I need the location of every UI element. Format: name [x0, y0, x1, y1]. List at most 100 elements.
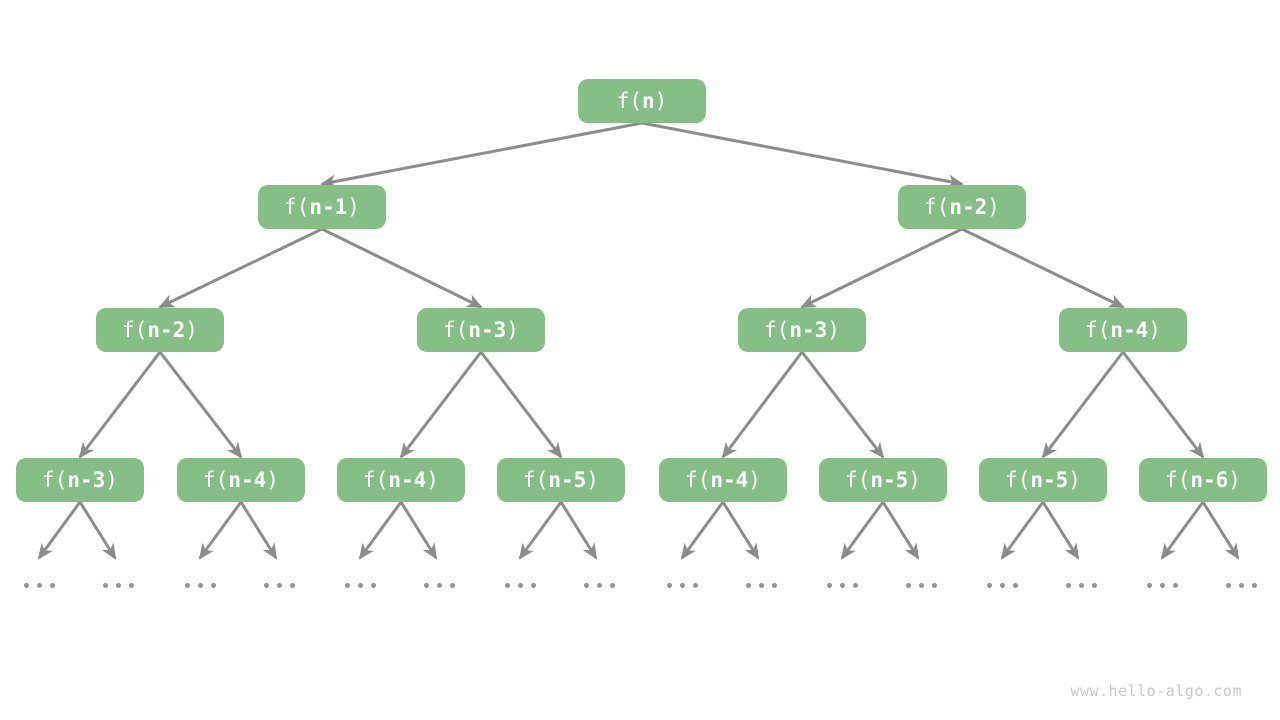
ellipsis-dot — [128, 582, 134, 588]
ellipsis-dot — [839, 582, 845, 588]
edge-arrow — [1041, 501, 1080, 560]
edge-arrow — [239, 501, 278, 560]
node-label-pre: f( — [1165, 467, 1191, 492]
ellipsis-dot — [905, 582, 911, 588]
tree-node: f(n-2) — [96, 308, 224, 352]
node-label-mid: n-5 — [870, 467, 909, 492]
edge-arrow — [1000, 501, 1045, 560]
edge-arrow — [1201, 501, 1240, 560]
ellipsis-dot — [826, 582, 832, 588]
ellipsis-dot — [679, 582, 685, 588]
ellipsis-dot — [771, 582, 777, 588]
edge-arrow — [37, 501, 82, 560]
node-label-post: ) — [1148, 317, 1161, 342]
node-label-mid: n-3 — [789, 317, 828, 342]
tree-node: f(n-4) — [337, 458, 465, 502]
edge-arrow — [800, 351, 885, 459]
ellipsis-dot — [449, 582, 455, 588]
ellipsis-dot — [745, 582, 751, 588]
ellipsis-dot — [852, 582, 858, 588]
ellipsis-dot — [289, 582, 295, 588]
ellipsis-dot — [692, 582, 698, 588]
ellipsis-dot — [1078, 582, 1084, 588]
node-label-pre: f( — [42, 467, 68, 492]
edge-arrow — [518, 501, 563, 560]
edge-arrow — [800, 227, 963, 309]
ellipsis — [1224, 580, 1258, 590]
ellipsis — [1064, 580, 1098, 590]
ellipsis-dot — [1012, 582, 1018, 588]
tree-node: f(n) — [578, 79, 706, 123]
tree-node: f(n-5) — [497, 458, 625, 502]
ellipsis-dot — [1159, 582, 1165, 588]
ellipsis — [825, 580, 859, 590]
ellipsis — [665, 580, 699, 590]
ellipsis-dot — [1225, 582, 1231, 588]
edge-arrow — [198, 501, 243, 560]
node-label-mid: n-5 — [1030, 467, 1069, 492]
edge-arrow — [721, 351, 804, 459]
edge-arrow — [399, 501, 438, 560]
ellipsis-dot — [530, 582, 536, 588]
node-label-mid: n-4 — [388, 467, 427, 492]
ellipsis-dot — [583, 582, 589, 588]
node-label-post: ) — [1228, 467, 1241, 492]
ellipsis-dot — [1146, 582, 1152, 588]
ellipsis — [101, 580, 135, 590]
node-label-post: ) — [908, 467, 921, 492]
edge-arrow — [559, 501, 598, 560]
node-label-post: ) — [185, 317, 198, 342]
node-label-pre: f( — [1085, 317, 1111, 342]
ellipsis-dot — [999, 582, 1005, 588]
edge-arrow — [1160, 501, 1205, 560]
node-label-post: ) — [827, 317, 840, 342]
node-label-mid: n-4 — [1110, 317, 1149, 342]
ellipsis-dot — [197, 582, 203, 588]
node-label-pre: f( — [924, 194, 950, 219]
node-label-mid: n-2 — [949, 194, 988, 219]
edge-arrow — [158, 351, 243, 459]
ellipsis-dot — [263, 582, 269, 588]
edge-group — [37, 121, 1240, 560]
edge-arrow — [158, 227, 323, 309]
tree-node: f(n-2) — [898, 185, 1026, 229]
node-label-mid: n-5 — [548, 467, 587, 492]
ellipsis — [985, 580, 1019, 590]
ellipsis — [744, 580, 778, 590]
edge-arrow — [78, 501, 117, 560]
ellipsis-dot — [1238, 582, 1244, 588]
ellipsis-dot — [23, 582, 29, 588]
edge-arrow — [1121, 351, 1205, 459]
node-label-mid: n-2 — [147, 317, 186, 342]
tree-node: f(n-4) — [659, 458, 787, 502]
node-label-post: ) — [426, 467, 439, 492]
node-label-pre: f( — [122, 317, 148, 342]
ellipsis-dot — [758, 582, 764, 588]
node-label-mid: n-3 — [67, 467, 106, 492]
node-label-post: ) — [347, 194, 360, 219]
node-label-mid: n-3 — [468, 317, 507, 342]
tree-node: f(n-3) — [16, 458, 144, 502]
ellipsis — [262, 580, 296, 590]
edge-arrow — [721, 501, 760, 560]
node-label-pre: f( — [616, 88, 642, 113]
ellipsis-dot — [504, 582, 510, 588]
edge-arrow — [881, 501, 920, 560]
ellipsis-dot — [276, 582, 282, 588]
ellipsis — [22, 580, 56, 590]
ellipsis-dot — [918, 582, 924, 588]
node-label-pre: f( — [443, 317, 469, 342]
ellipsis-dot — [370, 582, 376, 588]
node-label-post: ) — [1068, 467, 1081, 492]
ellipsis-dot — [357, 582, 363, 588]
node-label-post: ) — [586, 467, 599, 492]
edge-arrow — [680, 501, 725, 560]
ellipsis-dot — [1091, 582, 1097, 588]
ellipsis-dot — [517, 582, 523, 588]
tree-node: f(n-5) — [819, 458, 947, 502]
edge-arrow — [399, 351, 483, 459]
node-label-mid: n — [641, 88, 655, 113]
tree-node: f(n-3) — [738, 308, 866, 352]
node-label-pre: f( — [523, 467, 549, 492]
